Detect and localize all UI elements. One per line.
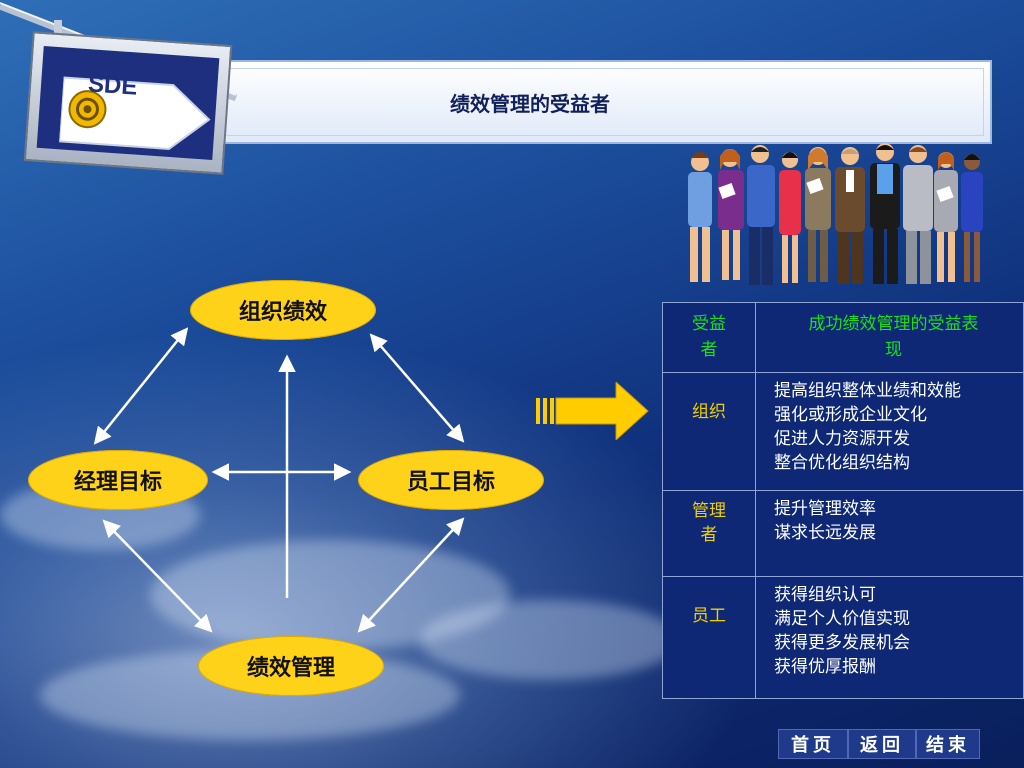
people-group-icon: [688, 143, 983, 285]
row-label: 员工: [662, 576, 756, 699]
header-beneficiary-label: 受益者: [692, 314, 726, 360]
right-arrow-icon: [536, 382, 649, 440]
header-beneficiary: 受益者: [662, 302, 756, 373]
node-performance-management: 绩效管理: [198, 636, 384, 696]
row-items: 提升管理效率 谋求长远发展: [755, 490, 1024, 577]
title-bar: [200, 60, 992, 144]
home-button[interactable]: 首页: [778, 729, 848, 759]
list-item: 获得组织认可: [774, 585, 876, 605]
node-manager-goals: 经理目标: [28, 450, 208, 510]
sde-logo-icon: [23, 31, 233, 175]
list-item: 谋求长远发展: [774, 523, 876, 543]
row-label: 管理者: [662, 490, 756, 577]
table-row: 管理者 提升管理效率 谋求长远发展: [662, 490, 1024, 577]
page-title: 绩效管理的受益者: [450, 92, 610, 116]
beneficiary-table: 受益者 成功绩效管理的受益表现 组织 提高组织整体业绩和效能 强化或形成企业文化…: [662, 302, 1024, 699]
row-items: 提高组织整体业绩和效能 强化或形成企业文化 促进人力资源开发 整合优化组织结构: [755, 372, 1024, 491]
row-label-text: 管理者: [692, 501, 726, 545]
list-item: 整合优化组织结构: [774, 453, 910, 473]
row-label: 组织: [662, 372, 756, 491]
list-item: 获得更多发展机会: [774, 633, 910, 653]
list-item: 促进人力资源开发: [774, 429, 910, 449]
table-header-row: 受益者 成功绩效管理的受益表现: [662, 302, 1024, 373]
header-benefits: 成功绩效管理的受益表现: [755, 302, 1024, 373]
node-organization-performance: 组织绩效: [190, 280, 376, 340]
row-items: 获得组织认可 满足个人价值实现 获得更多发展机会 获得优厚报酬: [755, 576, 1024, 699]
node-employee-goals: 员工目标: [358, 450, 544, 510]
list-item: 满足个人价值实现: [774, 609, 910, 629]
back-button[interactable]: 返回: [848, 729, 916, 759]
list-item: 提高组织整体业绩和效能: [774, 381, 961, 401]
table-row: 员工 获得组织认可 满足个人价值实现 获得更多发展机会 获得优厚报酬: [662, 576, 1024, 699]
table-row: 组织 提高组织整体业绩和效能 强化或形成企业文化 促进人力资源开发 整合优化组织…: [662, 372, 1024, 491]
list-item: 提升管理效率: [774, 499, 876, 519]
end-button[interactable]: 结束: [916, 729, 980, 759]
header-benefits-label: 成功绩效管理的受益表现: [808, 314, 979, 360]
sign-arrow-icon: [58, 76, 211, 150]
list-item: 强化或形成企业文化: [774, 405, 927, 425]
list-item: 获得优厚报酬: [774, 657, 876, 677]
